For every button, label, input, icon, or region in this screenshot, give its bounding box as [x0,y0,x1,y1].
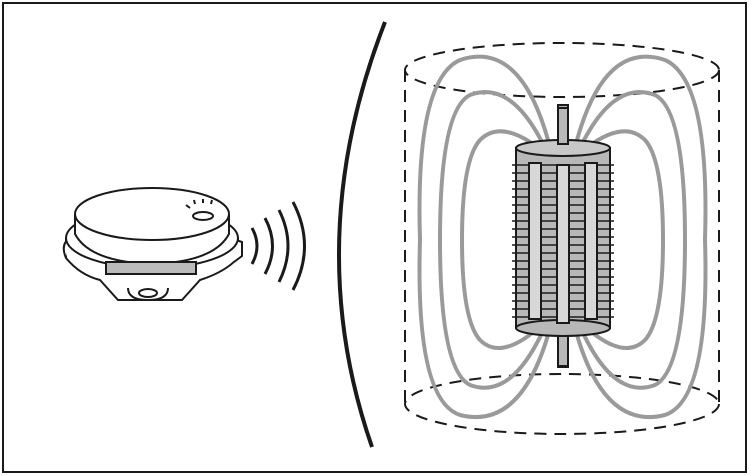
signal-waves-icon [250,201,306,291]
boundary-curve [336,21,387,448]
magnetic-coil-icon [512,104,614,368]
magnetic-field-lines-icon [417,54,708,420]
field-volume-cylinder [404,42,720,435]
transmitter-device-icon [62,187,243,302]
